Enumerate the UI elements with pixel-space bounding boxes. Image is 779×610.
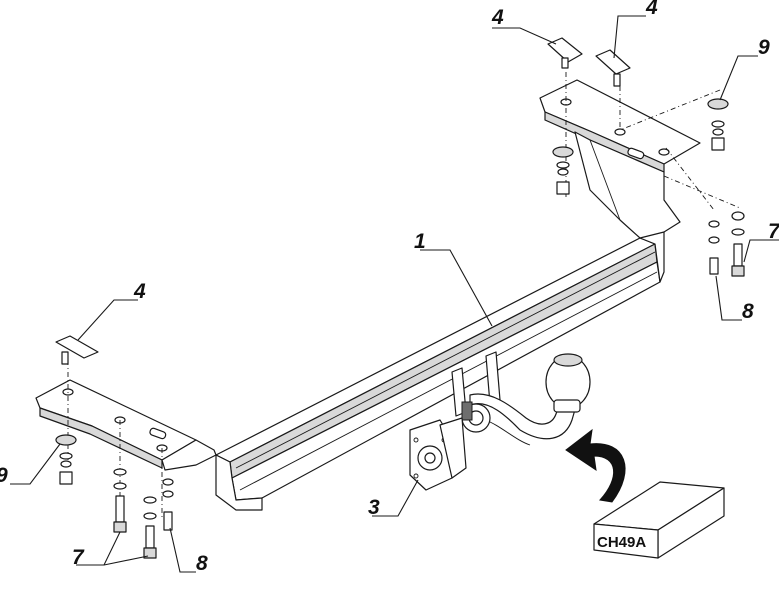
cross-beam [215, 227, 665, 511]
tow-ball-neck [451, 351, 591, 446]
callout-7-left: 7 [72, 546, 85, 569]
socket-plate [409, 417, 467, 491]
callout-7-right: 7 [768, 220, 779, 243]
callout-4-top-left: 4 [491, 6, 504, 29]
kit-code-label: CH49A [597, 534, 646, 551]
callout-9-left: 9 [0, 464, 8, 487]
callout-8-right: 8 [742, 300, 754, 323]
callout-9-right: 9 [758, 36, 770, 59]
callout-4-top-right: 4 [645, 0, 658, 19]
fasteners-left [55, 360, 174, 559]
fasteners-right [552, 72, 745, 277]
callout-labels: 1 3 4 4 4 9 9 7 7 8 8 [0, 0, 779, 575]
left-mounting-bracket [35, 379, 217, 471]
electrical-kit-box: CH49A [593, 481, 725, 559]
leader-lines [10, 15, 779, 573]
fixing-plates [55, 37, 631, 365]
callout-1: 1 [414, 230, 426, 253]
callout-4-left: 4 [133, 280, 146, 303]
callout-8-left: 8 [196, 552, 208, 575]
fitting-arrow-icon [565, 428, 626, 503]
right-mounting-bracket [539, 79, 701, 239]
callout-3: 3 [368, 496, 380, 519]
